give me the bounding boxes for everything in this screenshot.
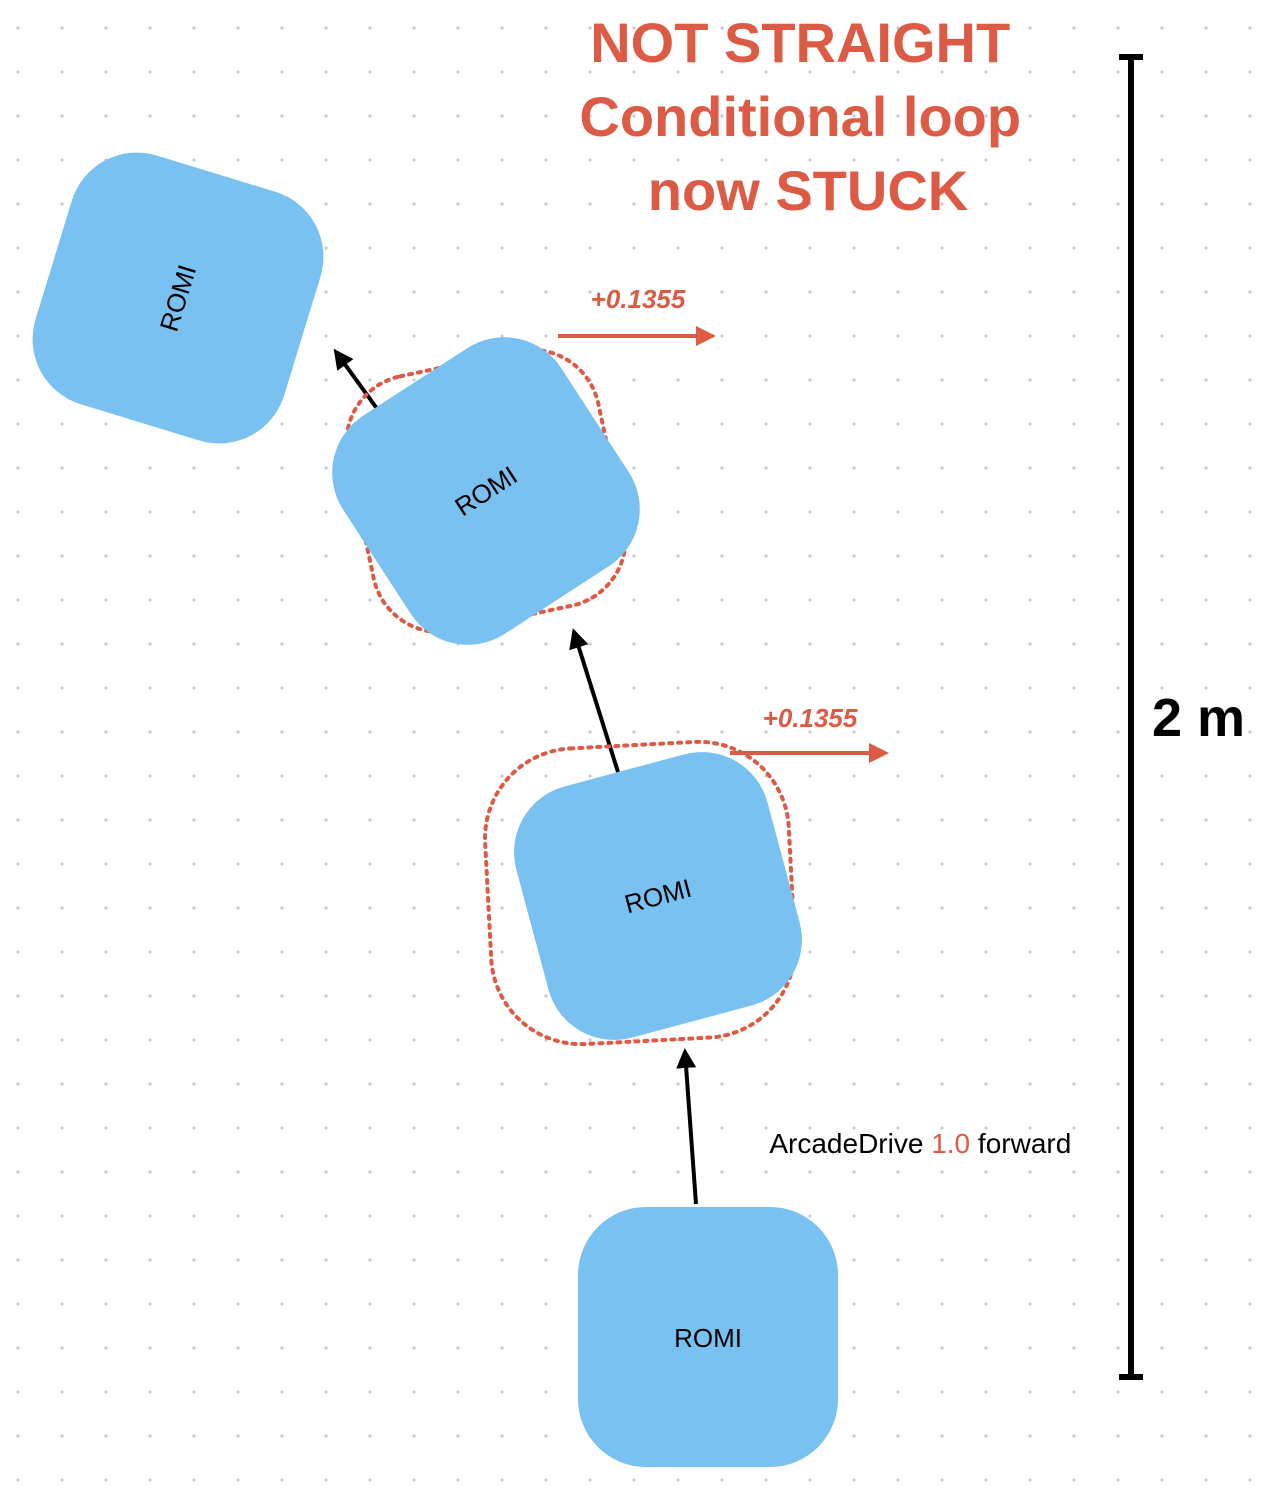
command-label: ArcadeDrive 1.0 forward — [732, 1128, 1095, 1159]
robot-start-label: ROMI — [674, 1323, 742, 1353]
scale-label: 2 m — [1152, 688, 1245, 748]
robot-middle: ROMI — [332, 337, 640, 645]
arrow-from-start — [676, 1048, 698, 1205]
title-text: NOT STRAIGHT Conditional loop now STUCK — [579, 11, 1036, 222]
command-suffix: forward — [970, 1128, 1071, 1159]
robot-lower: ROMI — [514, 752, 802, 1040]
robot-start: ROMI — [578, 1207, 838, 1467]
offset-label-upper: +0.1355 — [591, 284, 686, 314]
command-prefix: ArcadeDrive — [769, 1128, 931, 1159]
title-line-3: now STUCK — [648, 159, 968, 222]
scale-bar — [1119, 54, 1143, 1380]
arrow-to-middle — [569, 628, 620, 773]
robot-top-left: ROMI — [32, 152, 324, 444]
title-line-2: Conditional loop — [579, 85, 1021, 148]
robot-lower-ghost-outline — [483, 739, 797, 1047]
command-value: 1.0 — [931, 1128, 970, 1159]
offset-label-lower: +0.1355 — [763, 703, 858, 733]
arrow-to-top-left — [333, 348, 380, 412]
title-line-1: NOT STRAIGHT — [590, 11, 1010, 74]
